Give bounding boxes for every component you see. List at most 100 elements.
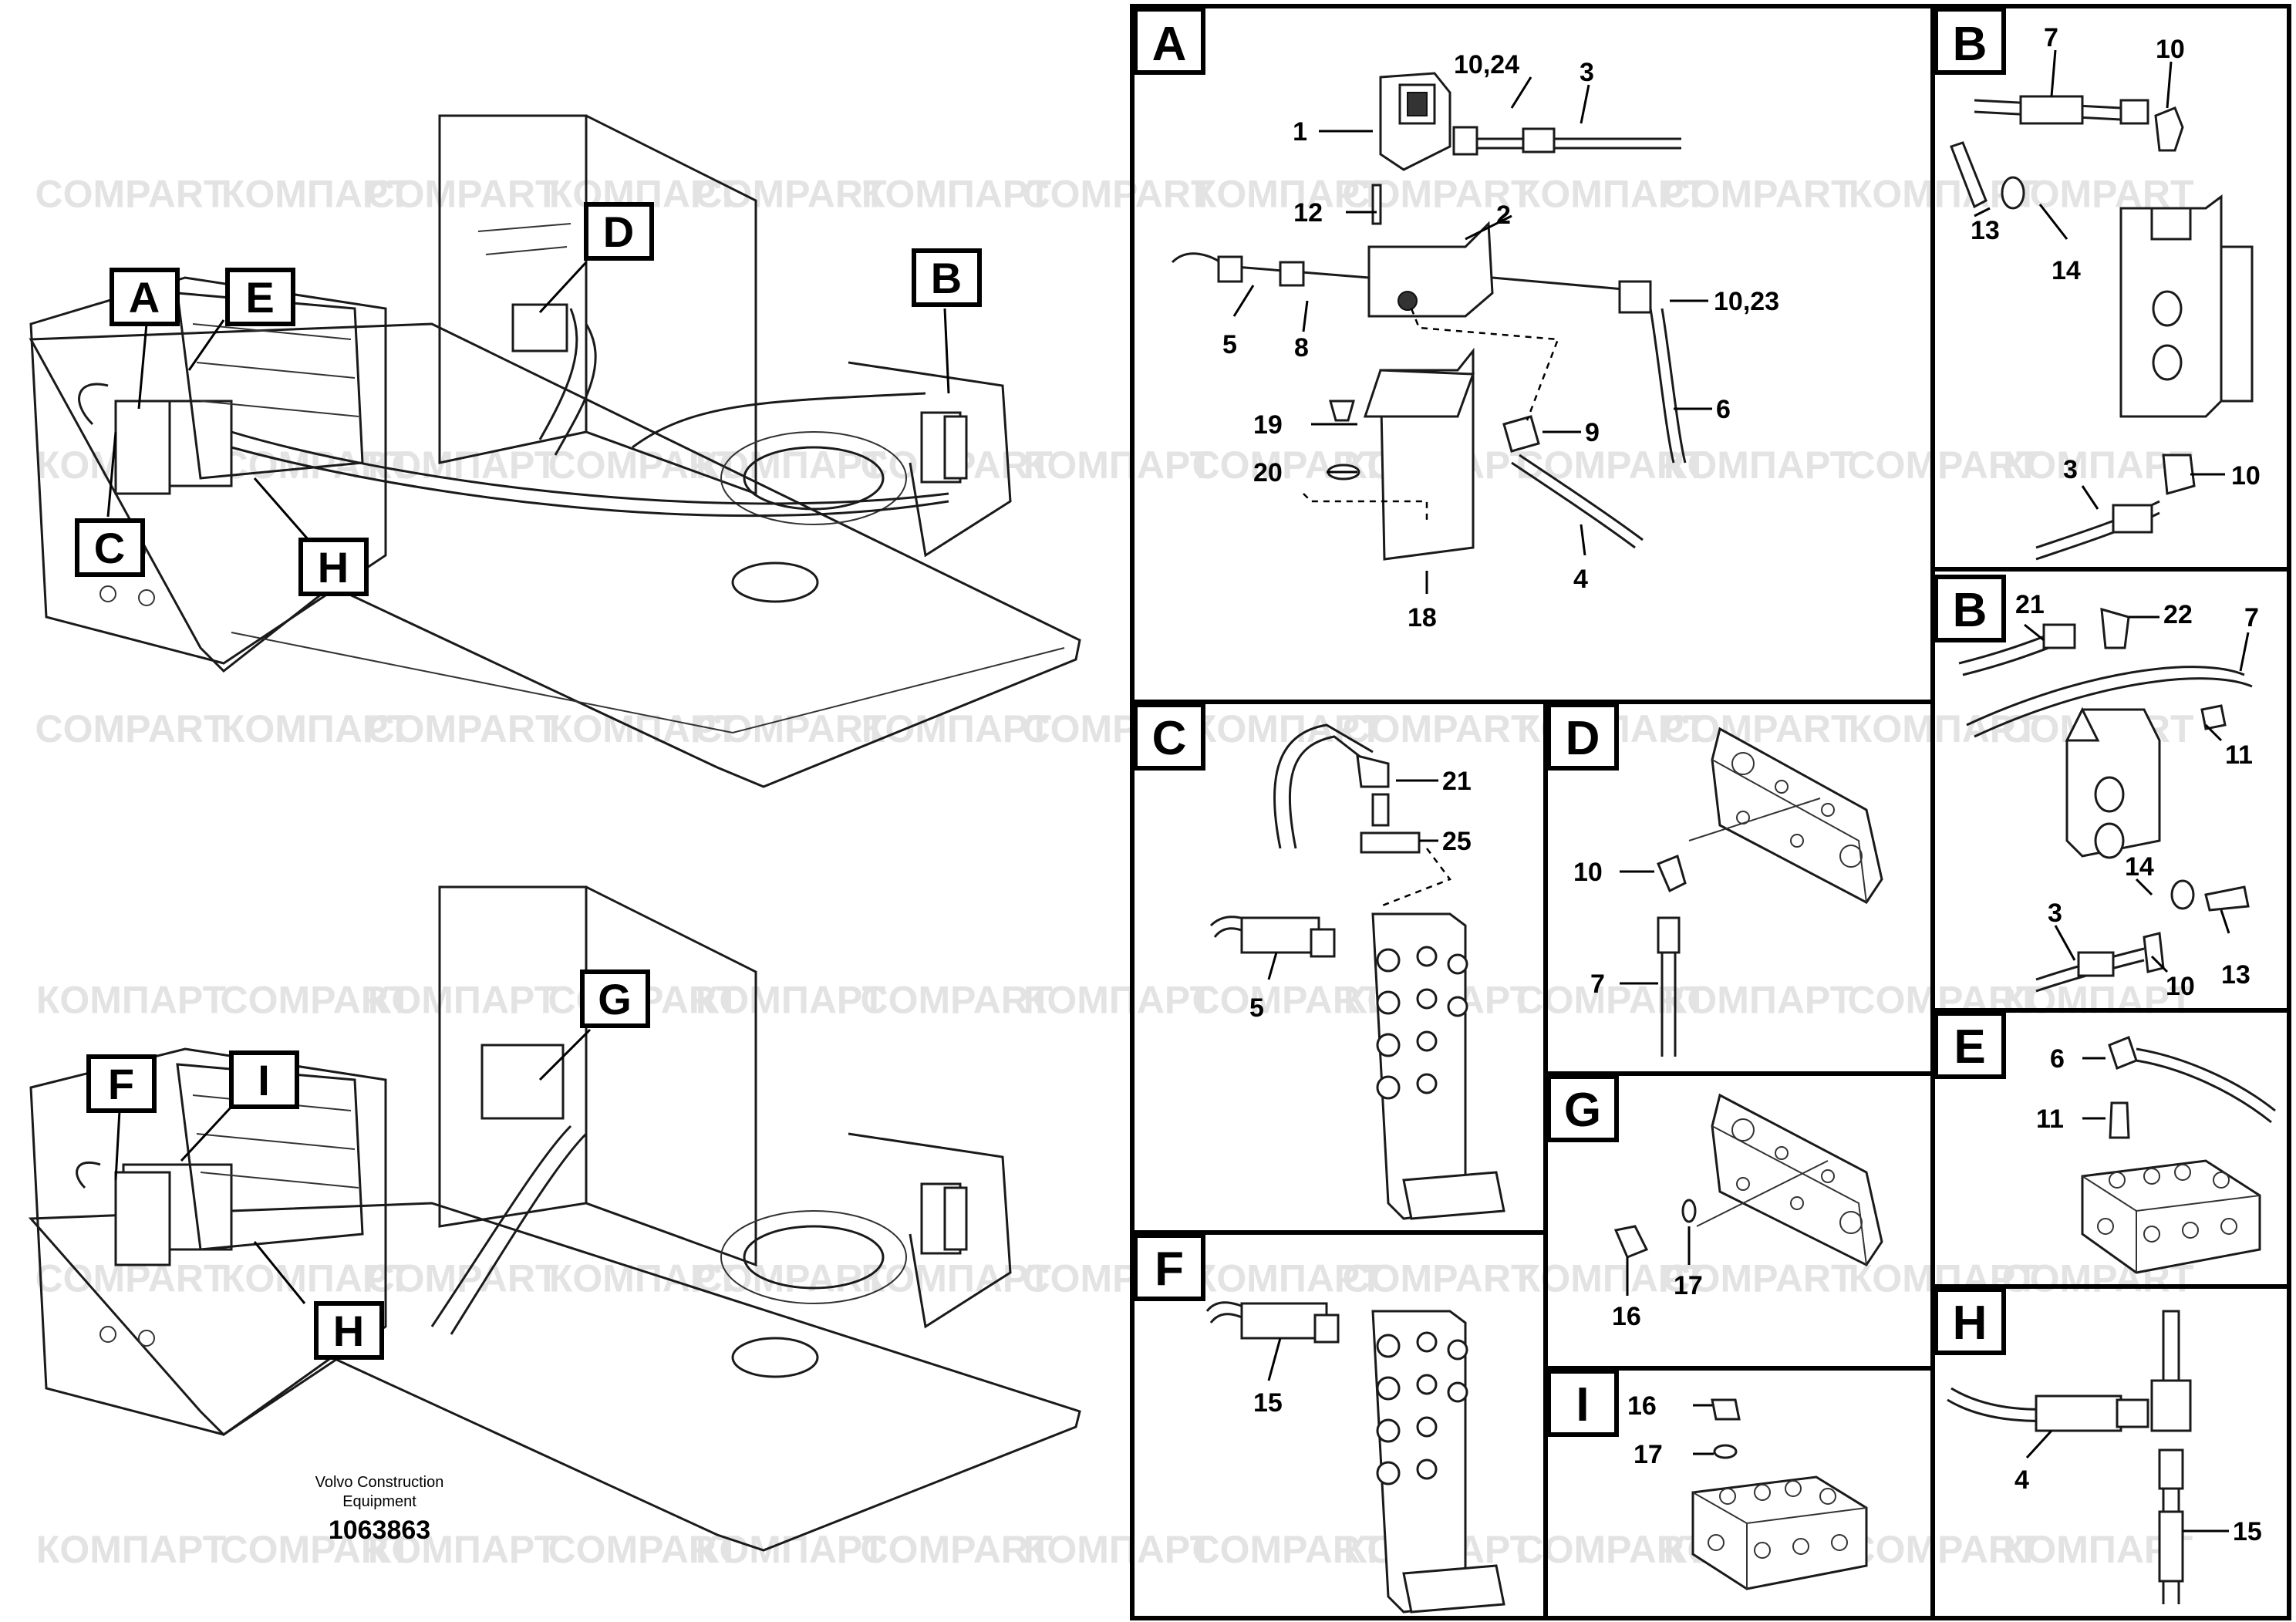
part-label: 3 [2048,899,2062,928]
watermark-text: COMPART [1192,443,1384,487]
drawing-number: 1063863 [329,1516,430,1545]
company-name-line2: Equipment [342,1493,416,1510]
svg-text:H: H [1953,1297,1988,1350]
watermark-text: КОМПАРТ [696,1528,885,1571]
callout-h-top[interactable]: H [253,477,369,596]
callout-e-top[interactable]: E [187,268,295,371]
watermark-text: COMPART [220,1528,412,1571]
part-label: 16 [1612,1302,1641,1331]
watermark-text: COMPART [694,172,886,215]
svg-text:H: H [318,543,349,592]
watermark-text: КОМПАРТ [1664,979,1853,1022]
watermark-text: COMPART [1662,707,1854,750]
panel-a-title: A [1133,7,1205,75]
part-label: 13 [1971,216,2000,245]
svg-text:I: I [258,1056,270,1104]
watermark-text: COMPART [548,443,740,487]
part-label: 6 [1716,395,1731,424]
part-label: 17 [1633,1440,1663,1469]
watermark-text: КОМПАРТ [1023,1528,1213,1571]
panel-b-second-labels: 21 22 7 11 14 3 10 13 [2015,590,2259,1001]
callout-b-top[interactable]: B [912,248,982,394]
part-label: 11 [2036,1104,2064,1134]
watermark-text: COMPART [1847,443,2039,487]
callout-d-top[interactable]: D [538,202,654,314]
part-label: 14 [2052,256,2081,285]
svg-text:F: F [1155,1243,1184,1296]
part-label: 5 [1249,993,1264,1023]
watermark-text: КОМПАРТ [861,1256,1051,1300]
watermark-text: КОМПАРТ [36,979,226,1022]
watermark-text: КОМПАРТ [368,443,558,487]
watermark-text: COMPART [860,1528,1052,1571]
panel-a-labels: 1 10,24 3 12 2 5 8 10,23 19 9 6 20 4 18 [1222,50,1779,632]
panel-g-title: G [1546,1074,1619,1142]
panel-h-labels: 4 15 [2014,1429,2262,1546]
panel-e-labels: 6 11 [2036,1044,2106,1134]
panel-e-title: E [1934,1011,2006,1079]
part-label: 10 [2156,35,2185,64]
part-label: 21 [2015,590,2045,619]
panel-i: I [1546,1369,1868,1590]
callout-h-bottom[interactable]: H [253,1241,384,1360]
panel-d-title: D [1546,703,1619,771]
svg-text:E: E [245,273,274,322]
svg-text:B: B [1953,584,1988,637]
callout-i-bottom[interactable]: I [180,1050,299,1162]
panel-g-labels: 16 17 [1612,1226,1703,1331]
watermark-text: COMPART [1342,707,1534,750]
panel-f-labels: 15 [1253,1337,1283,1418]
callout-g-bottom[interactable]: G [538,969,650,1081]
watermark-text: КОМПАРТ [1193,707,1383,750]
watermark-text: COMPART [1515,443,1708,487]
watermark-text: COMPART [694,707,886,750]
part-label: 25 [1442,827,1472,856]
watermark-text: КОМПАРТ [368,979,558,1022]
watermark-text: КОМПАРТ [861,172,1051,215]
watermark-text: COMPART [1662,172,1854,215]
watermark-text: COMPART [1192,1528,1384,1571]
part-label: 10 [1573,858,1603,887]
svg-text:D: D [603,207,634,256]
panel-b-second: B [1934,575,2253,993]
callout-f-bottom[interactable]: F [86,1054,157,1181]
svg-text:A: A [129,273,160,322]
panel-a: A [1133,7,1687,561]
part-label: 17 [1674,1271,1703,1300]
panel-c-labels: 21 25 5 [1249,767,1472,1023]
panel-b-top-labels: 7 10 13 14 3 10 [1971,23,2261,510]
panel-i-title: I [1546,1369,1619,1437]
watermark-text: COMPART [548,1528,740,1571]
panel-i-labels: 16 17 [1627,1391,1714,1469]
svg-text:F: F [108,1060,134,1108]
watermark-text: COMPART [860,979,1052,1022]
svg-text:C: C [94,524,125,572]
svg-text:I: I [1576,1378,1589,1431]
part-label: 10 [2231,461,2261,491]
part-label: 16 [1627,1391,1657,1421]
watermark-text: КОМПАРТ [368,1528,558,1571]
svg-text:G: G [1564,1084,1601,1137]
svg-text:A: A [1152,18,1187,71]
part-label: 13 [2221,960,2250,990]
watermark-text: COMPART [1022,172,1214,215]
watermark-text: КОМПАРТ [221,707,411,750]
panel-c: C [1133,703,1505,1220]
watermark-text: КОМПАРТ [1517,1256,1707,1300]
watermark-text: КОМПАРТ [221,172,411,215]
detail-frame [1130,4,2291,1620]
part-label: 21 [1442,767,1472,796]
drawing-caption: Volvo Construction Equipment 1063863 [315,1474,444,1545]
part-label: 7 [2044,23,2058,52]
part-label: 11 [2225,740,2253,770]
watermark-text: COMPART [35,172,227,215]
watermark-text: КОМПАРТ [1193,172,1383,215]
part-label: 6 [2050,1044,2065,1074]
callout-a-top[interactable]: A [110,268,180,410]
part-label: 7 [2244,603,2259,632]
part-label: 2 [1496,201,1511,230]
callout-c-top[interactable]: C [75,431,145,577]
watermark-text: COMPART [694,1256,886,1300]
overview-drawing-bottom [28,885,1081,1552]
svg-text:H: H [333,1307,364,1355]
